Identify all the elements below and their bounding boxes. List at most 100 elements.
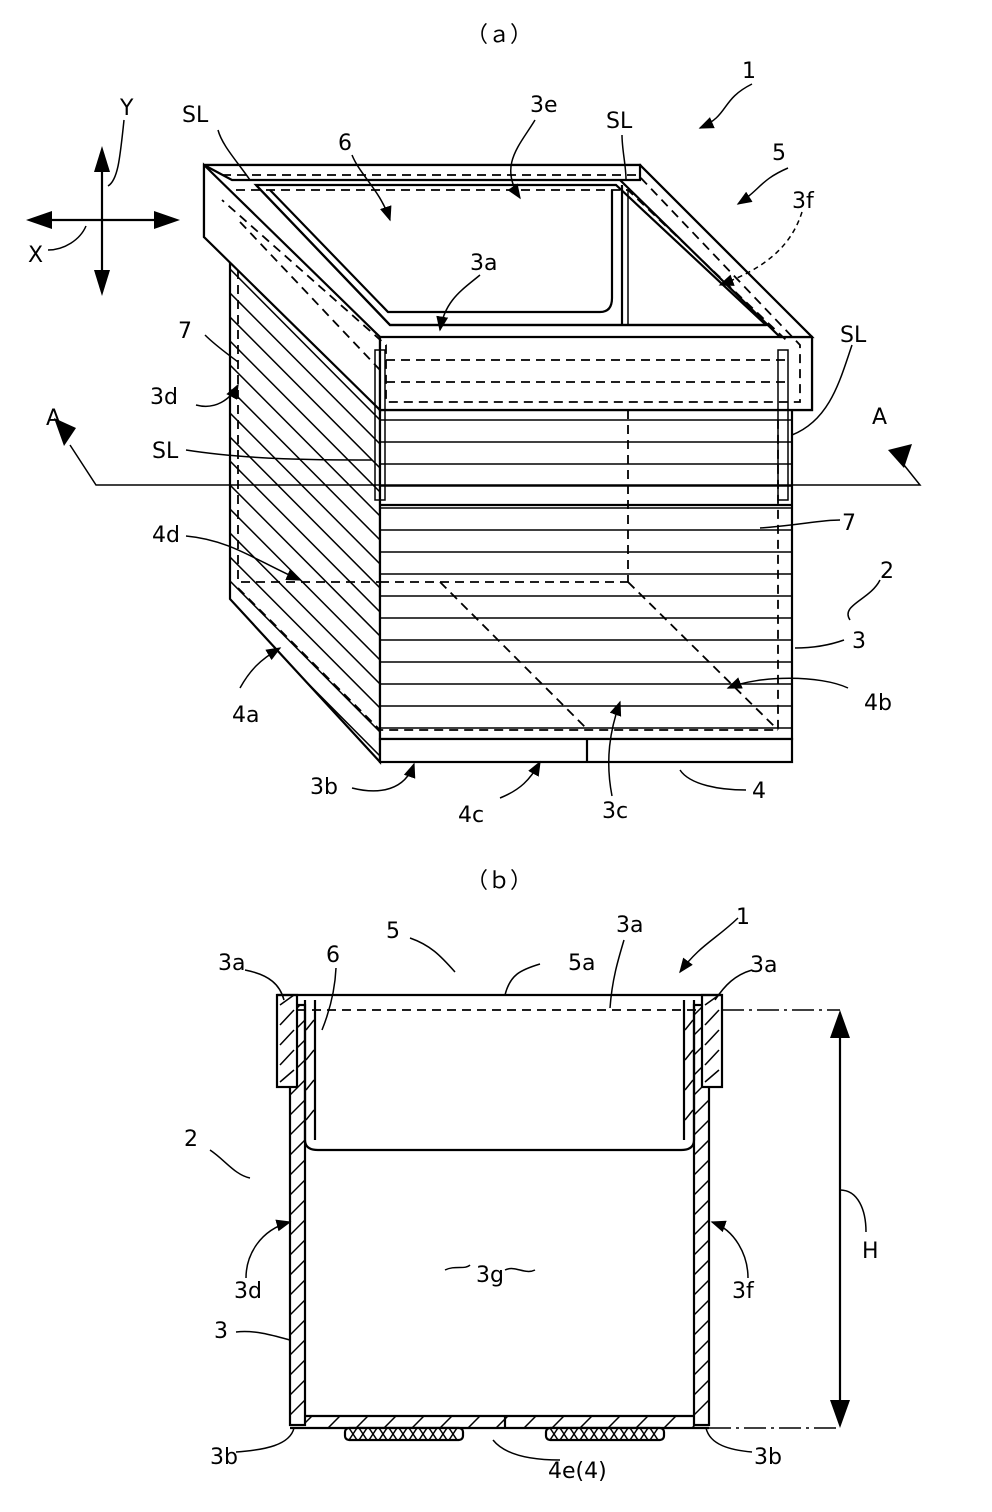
hatch-line — [230, 268, 380, 421]
hatch-line — [230, 748, 380, 762]
label-4: 4 — [752, 779, 766, 804]
hatch-line — [663, 1416, 677, 1428]
hatch-line — [579, 1427, 589, 1441]
hatch-line — [230, 773, 380, 924]
dimension-H — [709, 1009, 867, 1429]
label-7-right: 7 — [842, 511, 856, 536]
fig-a-caption: （ａ） — [466, 23, 532, 48]
label-Y: Y — [119, 96, 134, 121]
hatch-line — [290, 1359, 305, 1376]
hatch-line — [694, 1299, 709, 1316]
label-SL-top-left: SL — [182, 103, 209, 128]
hatch-line — [388, 1427, 398, 1441]
hatch-line — [378, 1427, 388, 1441]
hatch-line — [609, 1427, 619, 1441]
hatch-line — [230, 556, 380, 709]
label-2-a: 2 — [880, 559, 894, 584]
hatch-line — [694, 1119, 709, 1136]
hatch-line — [619, 1427, 629, 1441]
leader-lines-a — [185, 83, 881, 799]
hatch-line — [230, 724, 380, 762]
hatch-line — [694, 1159, 709, 1176]
label-3-b: 3 — [214, 1319, 228, 1344]
hatch-line — [290, 1219, 305, 1236]
label-4e: 4e(4) — [548, 1459, 607, 1484]
label-4d: 4d — [152, 523, 180, 548]
hatch-line — [408, 1427, 418, 1441]
label-6-a: 6 — [338, 131, 352, 156]
label-5a: 5a — [568, 951, 595, 976]
hatch-line — [694, 1399, 709, 1416]
rim-hidden-lines — [221, 174, 801, 403]
hatch-line — [649, 1427, 659, 1441]
label-SL-right: SL — [840, 323, 867, 348]
hatch-line — [694, 1139, 709, 1156]
hatch-line — [230, 316, 380, 469]
label-3b-b-right: 3b — [754, 1445, 782, 1470]
hatch-line — [559, 1427, 569, 1441]
hatch-line — [418, 1427, 428, 1441]
label-4b: 4b — [864, 691, 892, 716]
label-1-b: 1 — [736, 905, 750, 930]
hatch-line — [290, 1159, 305, 1176]
section-view — [275, 993, 724, 1442]
label-4c: 4c — [458, 803, 484, 828]
hatch-line — [639, 1427, 649, 1441]
hatch-line — [438, 1427, 448, 1441]
hatch-line — [607, 1416, 621, 1428]
label-A-right: A — [872, 405, 887, 430]
hatch-line — [635, 1416, 649, 1428]
hatch-line — [230, 797, 380, 948]
label-7-left: 7 — [178, 319, 192, 344]
hatch-line — [694, 1099, 709, 1116]
label-3-a: 3 — [852, 629, 866, 654]
label-H: H — [862, 1239, 879, 1264]
hatch-line — [290, 1199, 305, 1216]
hatch-line — [230, 340, 380, 493]
hatch-line — [495, 1416, 509, 1428]
hatch-line — [694, 1339, 709, 1356]
hatch-line — [230, 484, 380, 637]
hatch-line — [290, 1319, 305, 1336]
hatch-line — [694, 1259, 709, 1276]
hatch-line — [290, 1279, 305, 1296]
hatch-line — [290, 1139, 305, 1156]
hatch-line — [691, 1423, 695, 1428]
hatch-line — [694, 1379, 709, 1396]
hatch-line — [355, 1416, 369, 1428]
hatch-line — [290, 1099, 305, 1116]
hatch-line — [694, 1239, 709, 1256]
label-3d-a: 3d — [150, 385, 178, 410]
hatch-line — [398, 1427, 408, 1441]
label-3b-a: 3b — [310, 775, 338, 800]
hatch-line — [467, 1416, 481, 1428]
hatch-line — [230, 292, 380, 445]
hatch-line — [290, 1399, 305, 1416]
label-6-b: 6 — [326, 943, 340, 968]
hatch-line — [368, 1427, 378, 1441]
hatch-line — [439, 1416, 453, 1428]
hatch-line — [230, 436, 380, 589]
hatch-line — [230, 388, 380, 541]
section-line-A — [54, 418, 922, 486]
label-3a-b-top: 3a — [616, 913, 643, 938]
label-3d-b: 3d — [234, 1279, 262, 1304]
hatch-line — [230, 460, 380, 613]
label-2-b: 2 — [184, 1127, 198, 1152]
hatch-line — [290, 1259, 305, 1276]
hatch-line — [290, 1379, 305, 1396]
label-5-b: 5 — [386, 919, 400, 944]
hatch-line — [551, 1416, 565, 1428]
hatch-line — [230, 508, 380, 661]
label-3b-b-left: 3b — [210, 1445, 238, 1470]
label-3f-a: 3f — [792, 189, 815, 214]
hatch-line — [290, 1119, 305, 1136]
hatch-line — [290, 1339, 305, 1356]
hatch-line — [305, 1416, 313, 1425]
label-3e: 3e — [530, 93, 558, 118]
hatch-line — [411, 1416, 425, 1428]
hatch-line — [290, 1239, 305, 1256]
hatch-line — [290, 1179, 305, 1196]
hatch-line — [694, 1179, 709, 1196]
